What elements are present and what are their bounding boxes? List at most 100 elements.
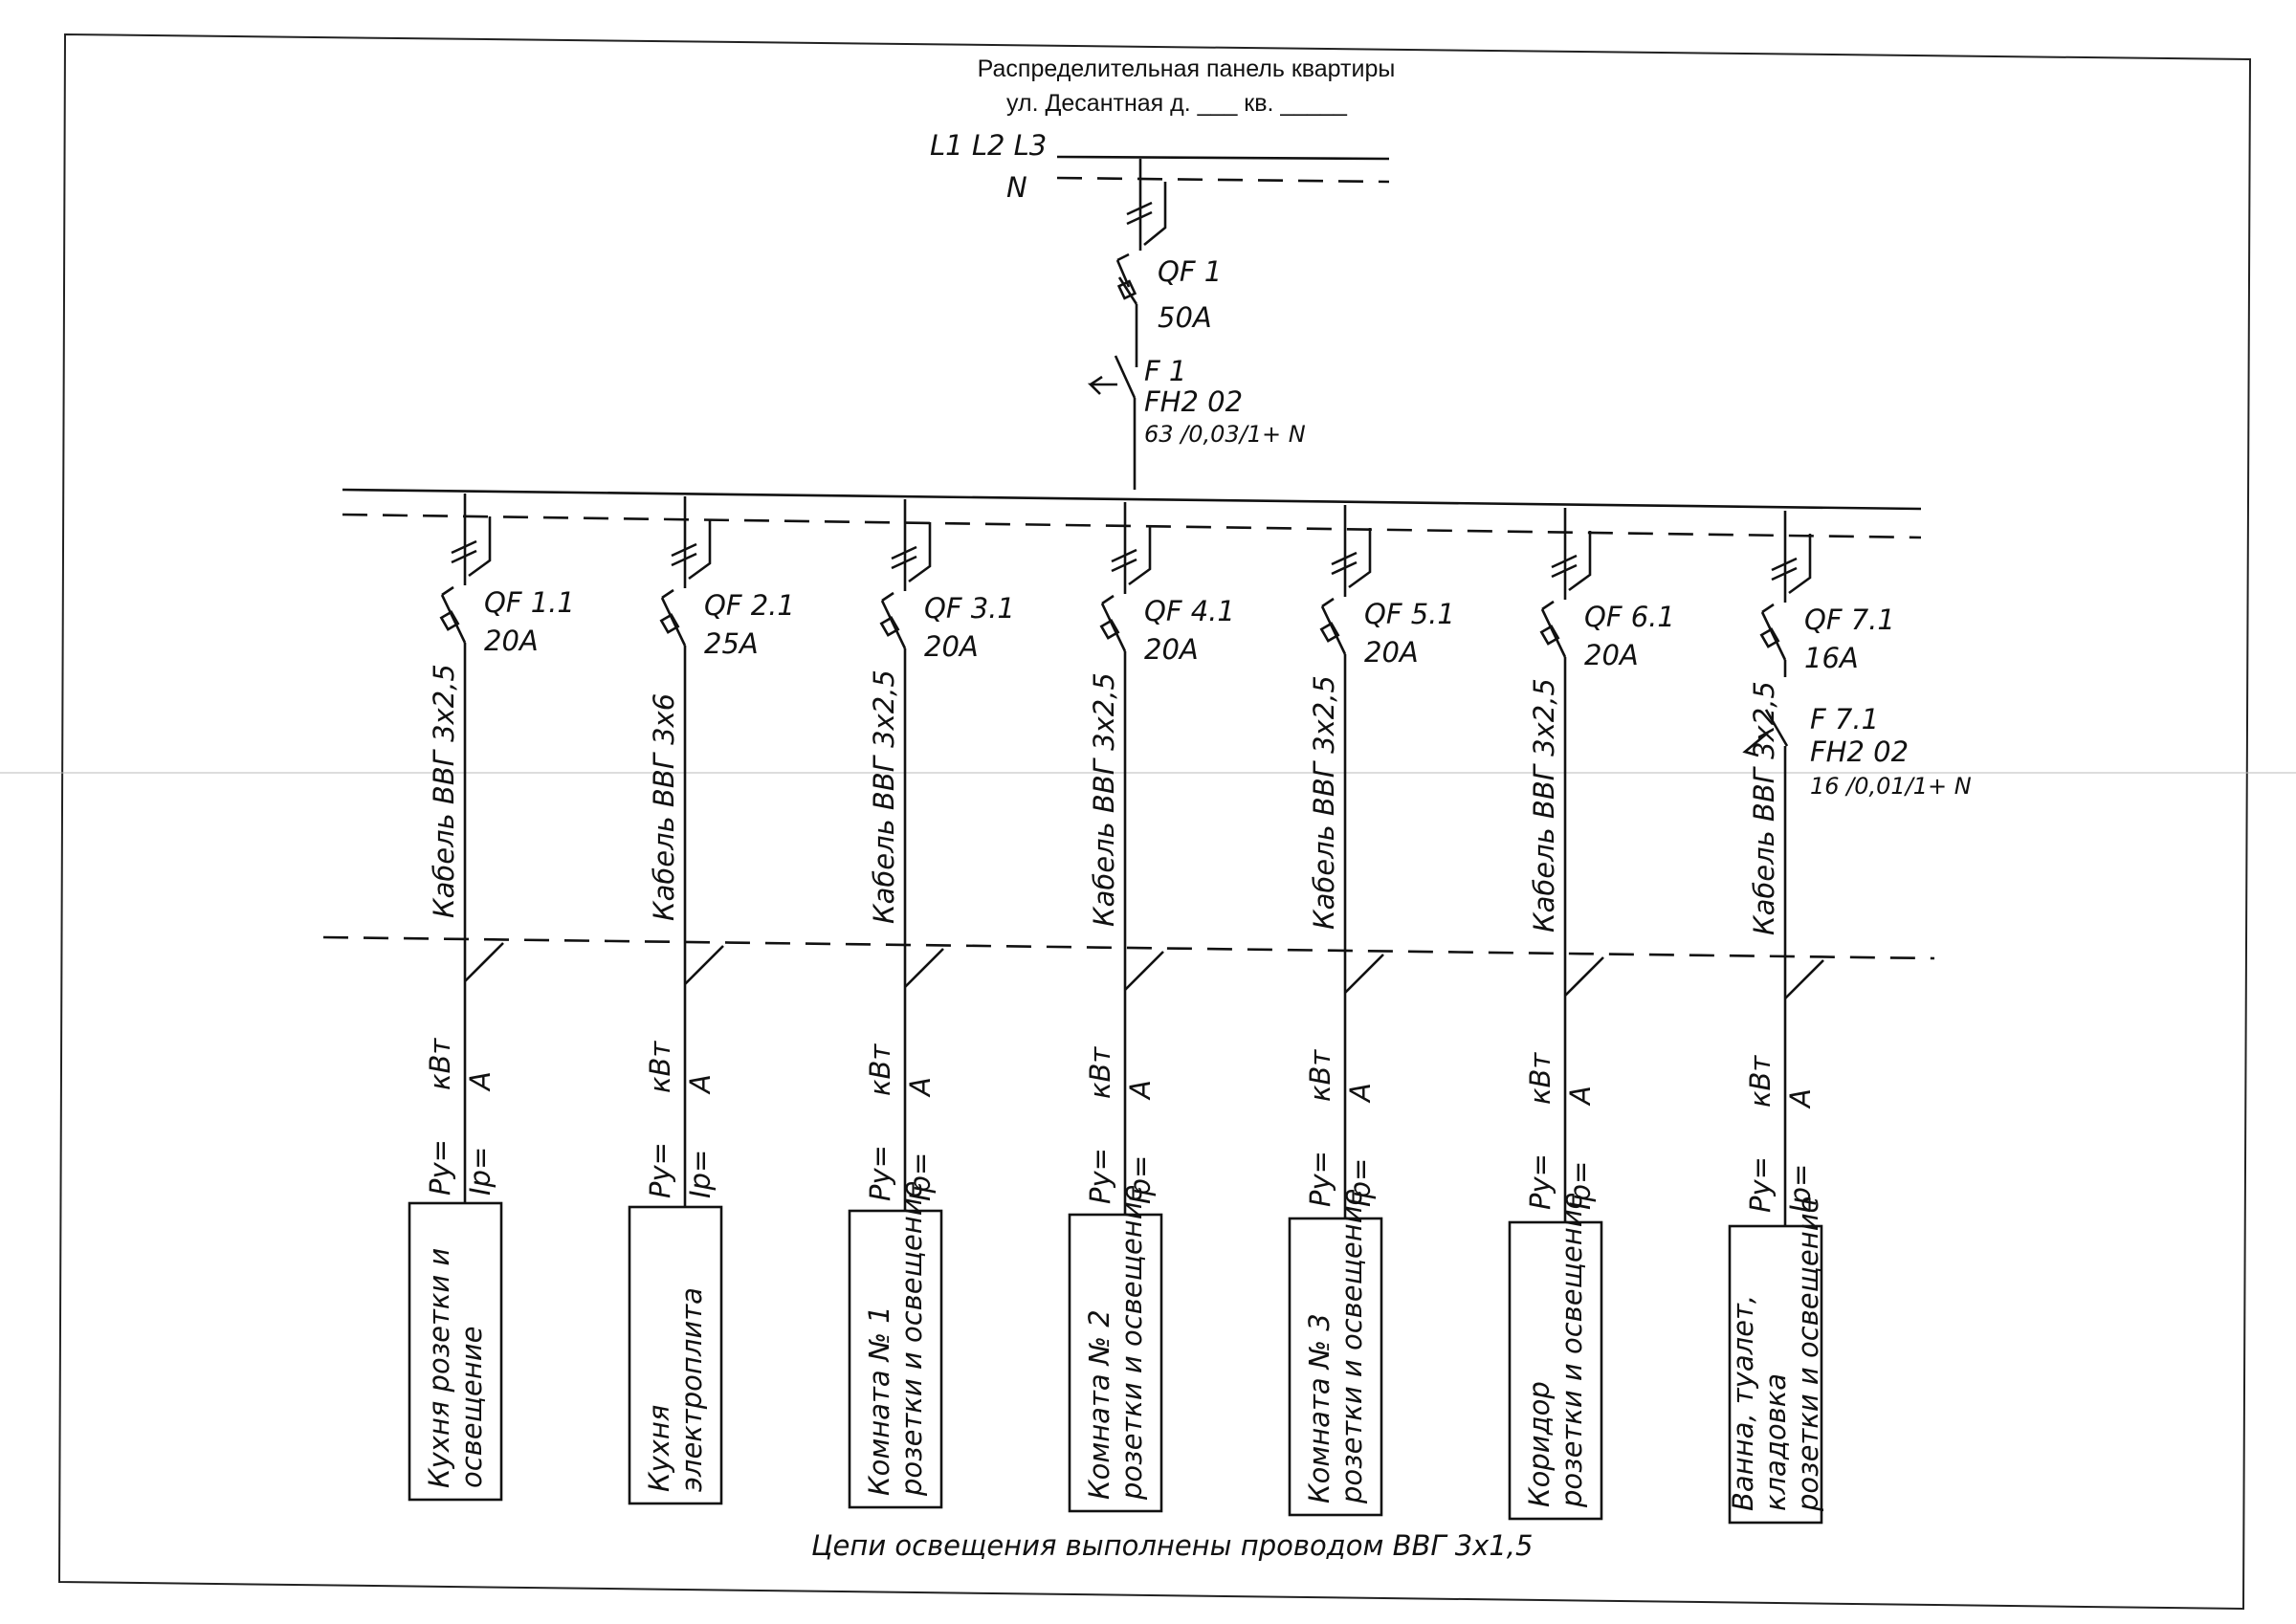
load-name: Кухня розетки и xyxy=(423,1248,455,1488)
distribution-neutral-bus xyxy=(342,513,1922,539)
current-label: Iр= xyxy=(1564,1161,1597,1210)
breaker-symbol xyxy=(1539,508,1592,658)
breaker-rating: 20A xyxy=(1144,633,1199,666)
load-box xyxy=(848,1209,943,1509)
load-name: розетки и освещение xyxy=(1556,1193,1588,1508)
current-unit: A xyxy=(1564,1086,1597,1107)
power-label: Ру= xyxy=(1084,1148,1116,1204)
cable-label: Кабель ВВГ 3х2,5 xyxy=(428,664,460,918)
breaker-symbol xyxy=(659,496,712,647)
breaker-name: QF 1.1 xyxy=(484,586,575,619)
current-unit: A xyxy=(464,1071,497,1092)
load-name: розетки и освещение xyxy=(895,1181,928,1497)
branch-tick xyxy=(464,942,504,982)
load-box xyxy=(628,1205,723,1505)
branch-tick xyxy=(1124,951,1164,991)
breaker-rating: 16A xyxy=(1804,642,1859,674)
current-unit: A xyxy=(1344,1083,1377,1104)
diagram-address: ул. Десантная д. ___ кв. _____ xyxy=(1006,90,1348,117)
load-name: розетки и освещение xyxy=(1792,1196,1824,1512)
group-dashed-line xyxy=(322,935,1935,960)
main-rcd-symbol xyxy=(1087,348,1138,490)
rcd-model: FH2 02 xyxy=(1810,735,1909,768)
diagram-title: Распределительная панель квартиры xyxy=(978,55,1396,82)
load-box xyxy=(1288,1217,1383,1517)
current-unit: A xyxy=(1124,1080,1157,1101)
load-name: Комната № 2 xyxy=(1083,1309,1115,1500)
power-label: Ру= xyxy=(1304,1151,1336,1207)
load-name: Комната № 1 xyxy=(863,1306,895,1496)
cable-label: Кабель ВВГ 3х6 xyxy=(648,693,680,921)
load-name: розетки и освещение xyxy=(1336,1189,1368,1504)
rcd-rating: 16 /0,01/1+ N xyxy=(1810,773,1972,800)
footnote: Цепи освещения выполнены проводом ВВГ 3х… xyxy=(811,1529,1533,1562)
power-unit: кВт xyxy=(1524,1052,1556,1105)
power-unit: кВт xyxy=(864,1043,896,1096)
load-name: электроплита xyxy=(675,1287,708,1492)
current-label: Iр= xyxy=(1784,1164,1817,1213)
cable-label: Кабель ВВГ 3х2,5 xyxy=(1088,672,1120,927)
breaker-name: QF 2.1 xyxy=(704,589,795,622)
main-breaker-rating: 50A xyxy=(1158,301,1212,334)
load-name: Коридор xyxy=(1523,1381,1556,1507)
breaker-name: QF 5.1 xyxy=(1364,598,1455,630)
power-label: Ру= xyxy=(644,1142,676,1198)
cable-label: Кабель ВВГ 3х2,5 xyxy=(1308,675,1340,930)
breaker-name: QF 3.1 xyxy=(924,592,1015,625)
load-name: Кухня xyxy=(643,1405,675,1492)
load-box xyxy=(1728,1224,1823,1525)
load-name: кладовка xyxy=(1759,1373,1792,1511)
branch-tick xyxy=(1784,959,1824,999)
main-breaker-symbol xyxy=(1115,159,1167,348)
phases-label: L1 L2 L3 xyxy=(930,129,1047,162)
current-unit: A xyxy=(684,1074,717,1095)
current-unit: A xyxy=(1784,1088,1817,1109)
power-unit: кВт xyxy=(1744,1055,1777,1108)
breaker-symbol xyxy=(1319,505,1372,655)
current-label: Iр= xyxy=(684,1150,717,1198)
load-name: Комната № 3 xyxy=(1303,1313,1336,1503)
rcd-symbol xyxy=(1742,660,1789,757)
breaker-rating: 20A xyxy=(484,625,539,657)
branch-tick xyxy=(904,948,944,988)
current-label: Iр= xyxy=(464,1147,497,1196)
main-rcd-model: FH2 02 xyxy=(1144,385,1243,418)
branch-tick xyxy=(684,945,724,985)
power-unit: кВт xyxy=(1084,1046,1116,1099)
power-unit: кВт xyxy=(1304,1049,1336,1102)
distribution-phase-bus xyxy=(342,488,1922,511)
power-unit: кВт xyxy=(644,1041,676,1093)
load-name: освещение xyxy=(455,1327,488,1488)
main-rcd-rating: 63 /0,03/1+ N xyxy=(1144,421,1306,448)
load-box xyxy=(408,1201,503,1502)
incoming-neutral-bus xyxy=(1056,176,1390,184)
breaker-symbol xyxy=(1759,511,1812,661)
load-box xyxy=(1508,1220,1603,1521)
branch-tick xyxy=(1344,954,1384,994)
breaker-symbol xyxy=(1099,502,1152,652)
current-label: Iр= xyxy=(904,1152,937,1201)
main-breaker-name: QF 1 xyxy=(1158,255,1222,288)
cable-label: Кабель ВВГ 3х2,5 xyxy=(1528,678,1560,933)
power-label: Ру= xyxy=(864,1145,896,1201)
drawing-frame xyxy=(57,33,2252,1611)
breaker-rating: 25A xyxy=(704,627,759,660)
cable-label: Кабель ВВГ 3х2,5 xyxy=(1748,681,1780,935)
rcd-name: F 7.1 xyxy=(1810,703,1879,735)
breaker-rating: 20A xyxy=(1364,636,1419,669)
branch-tick xyxy=(1564,956,1604,997)
current-label: Iр= xyxy=(1344,1158,1377,1207)
breaker-symbol xyxy=(439,494,492,644)
cable-label: Кабель ВВГ 3х2,5 xyxy=(868,669,900,924)
current-label: Iр= xyxy=(1124,1155,1157,1204)
load-box xyxy=(1068,1213,1163,1513)
breaker-symbol xyxy=(879,499,932,649)
main-rcd-name: F 1 xyxy=(1144,355,1186,387)
